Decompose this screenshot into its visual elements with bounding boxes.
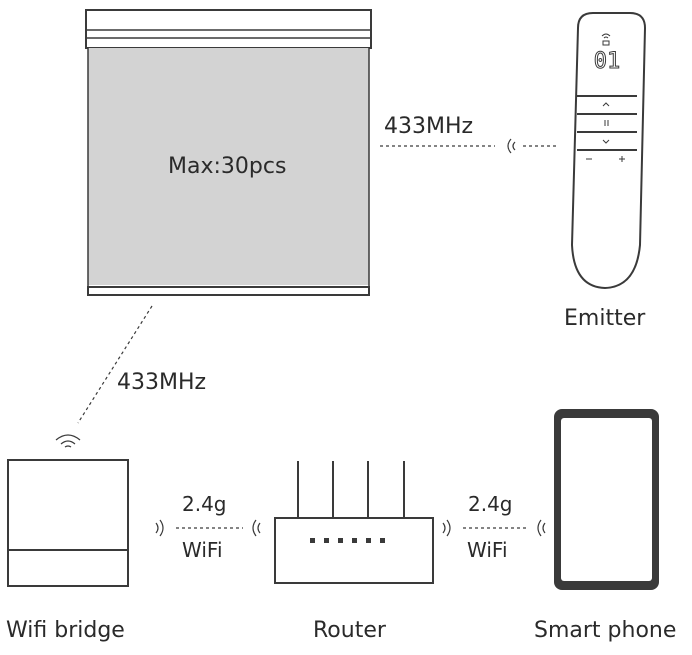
blind-fabric [88,48,369,285]
router-label: Router [313,618,386,643]
blind-capacity-label: Max:30pcs [168,154,287,179]
router-phone-type: WiFi [467,538,508,562]
wireless-signal-icon [507,138,516,154]
emitter-wifi-icon [601,33,611,39]
wifi-bridge-label: Wifi bridge [6,618,125,643]
bridge-router-type: WiFi [182,538,223,562]
smartphone-icon [554,409,659,590]
router-phone-link [442,519,546,537]
wireless-signal-icon [442,519,451,537]
wifi-bridge-icon [7,459,129,587]
blind-icon [85,9,372,296]
bridge-router-band: 2.4g [182,492,227,516]
bridge-router-link [155,519,261,537]
wireless-signal-icon [155,519,164,537]
emitter-label: Emitter [564,306,646,331]
blind-emitter-frequency: 433MHz [384,114,474,139]
blind-headrail [85,9,372,49]
emitter-display: 01 [594,49,621,74]
blind-bridge-link [55,305,153,448]
router-icon [274,461,434,584]
router-phone-band: 2.4g [468,492,513,516]
blind-emitter-link [380,138,557,154]
remote-emitter-icon [570,12,647,290]
blind-bottom-bar [87,286,370,296]
wireless-signal-icon [252,519,261,537]
smart-phone-label: Smart phone [534,618,677,643]
blind-bridge-frequency: 433MHz [117,370,207,395]
wireless-signal-icon [55,434,81,448]
wireless-signal-icon [537,519,546,537]
